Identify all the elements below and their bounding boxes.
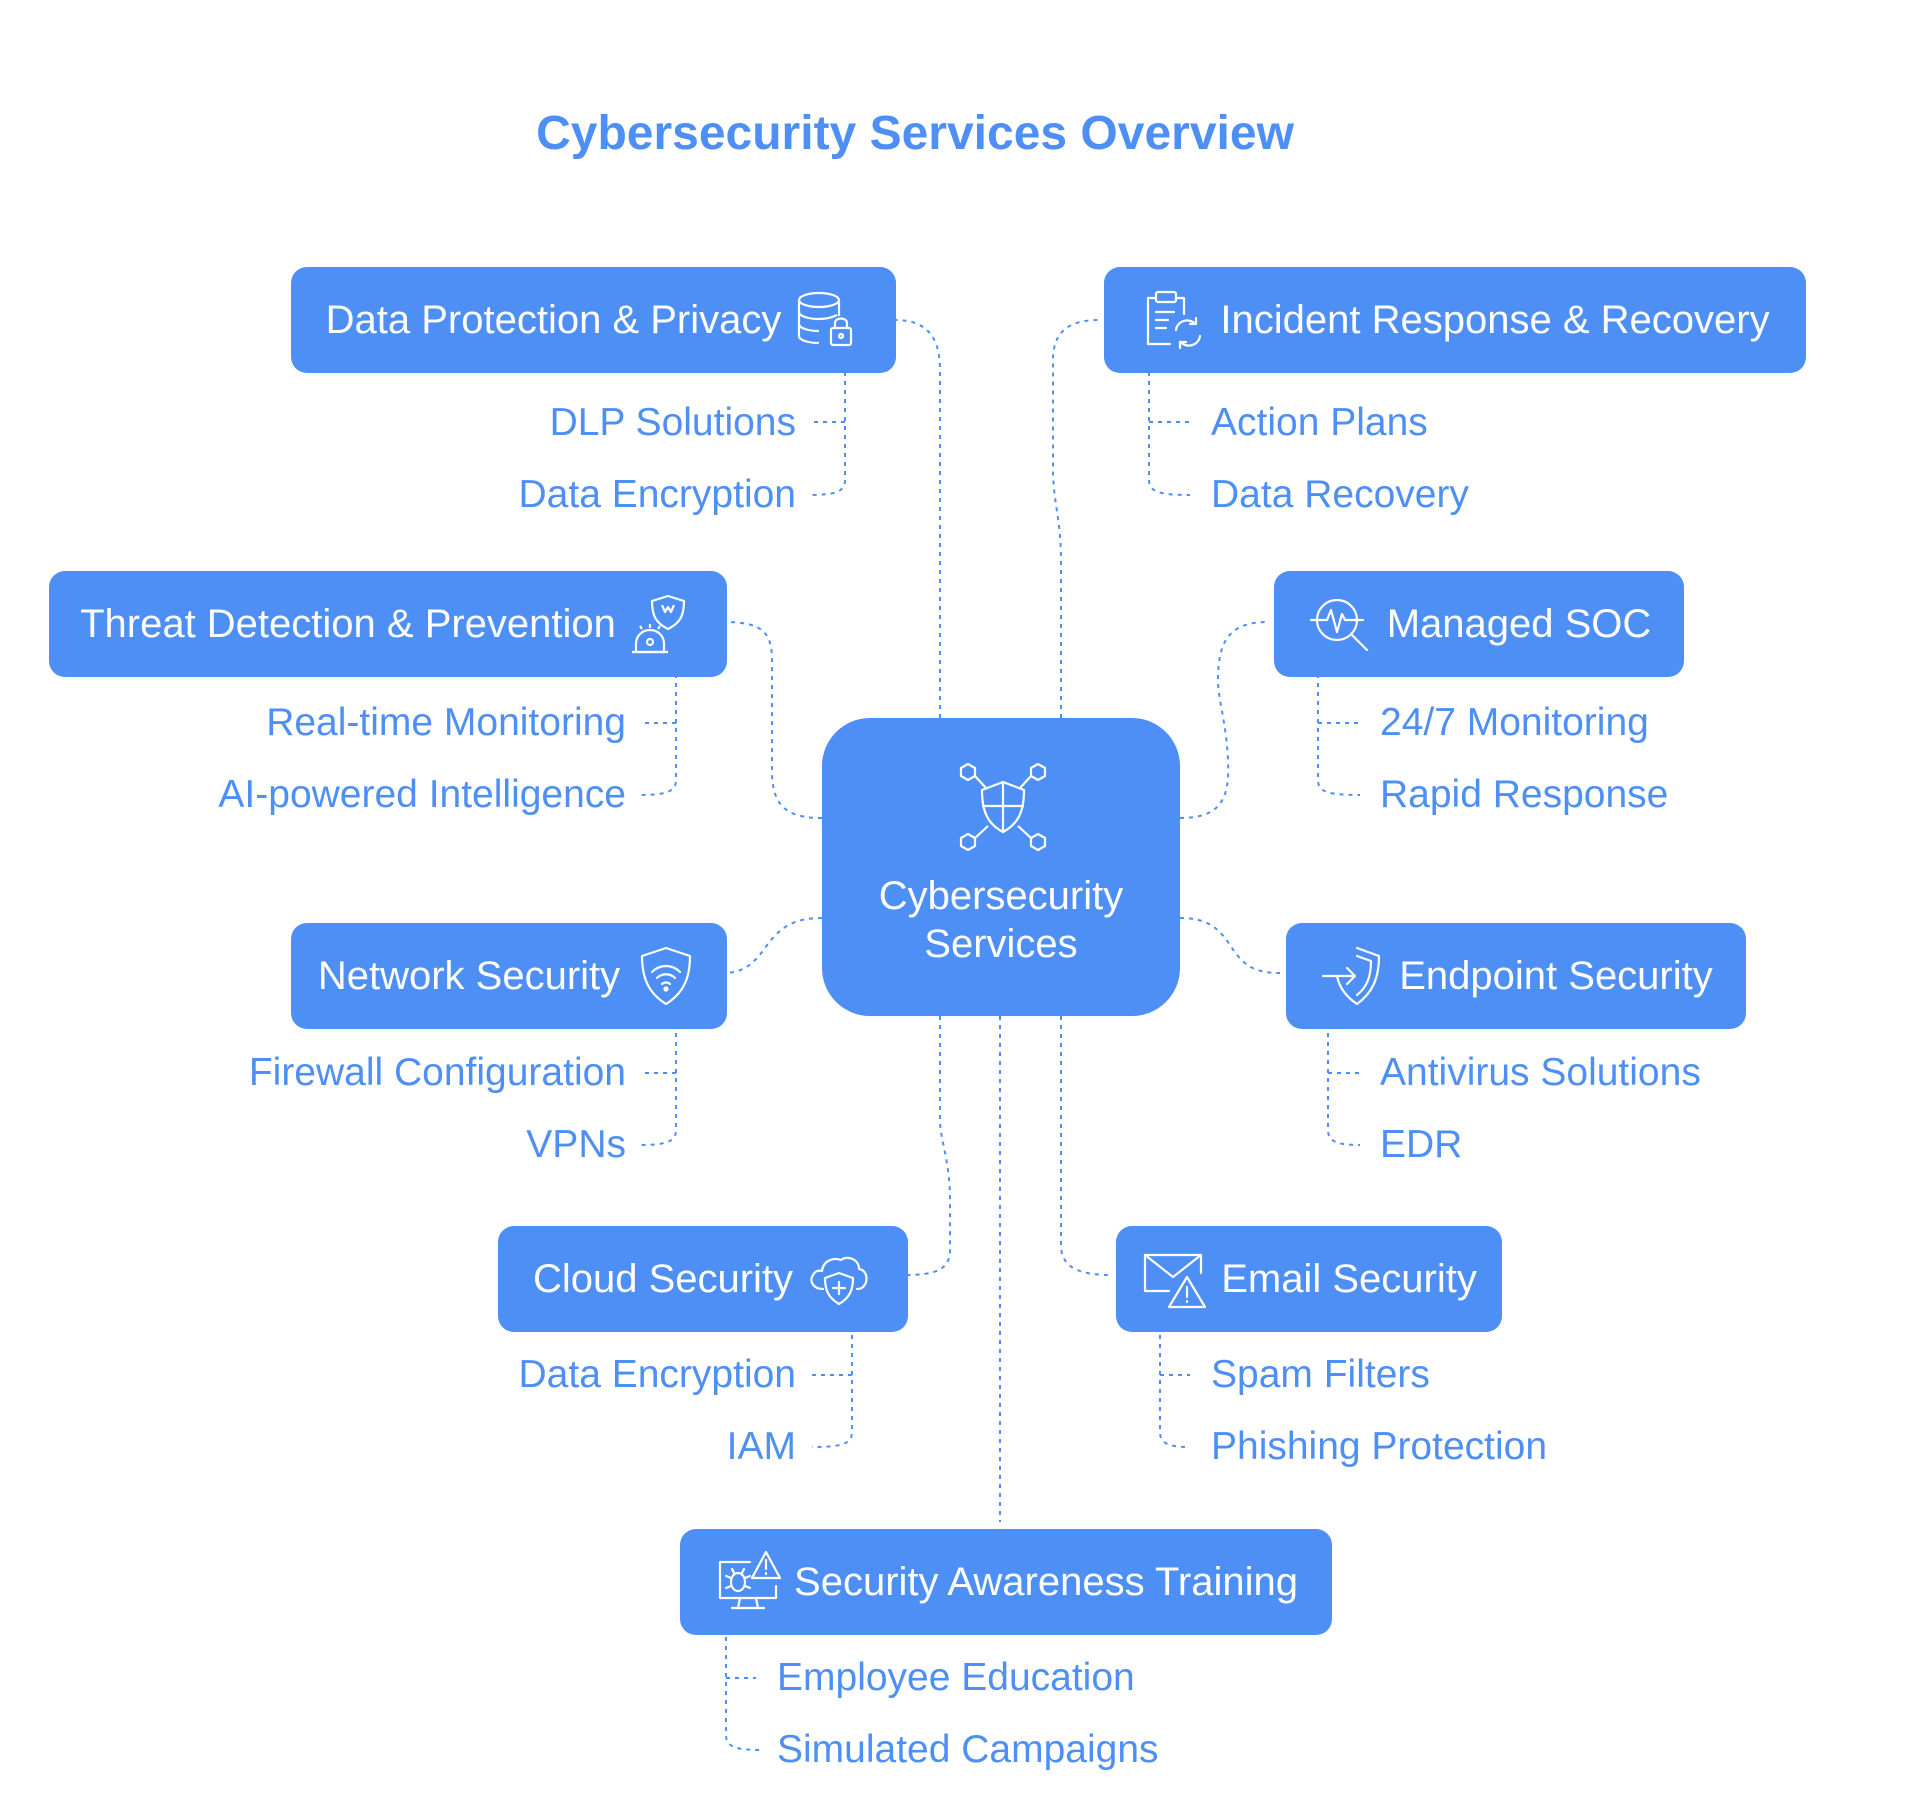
node-label: Email Security (1221, 1256, 1477, 1301)
diagram-title: Cybersecurity Services Overview (536, 107, 1294, 160)
connector-cloud-security (904, 1016, 951, 1276)
pulse-magnifier-icon (1309, 598, 1368, 652)
sub-item-rapid-response: Rapid Response (1380, 773, 1669, 816)
node-endpoint-security[interactable]: Endpoint Security (1286, 923, 1746, 1029)
sub-item-simulated-campaigns: Simulated Campaigns (777, 1728, 1159, 1771)
alarm-shield-icon (631, 594, 686, 654)
node-incident-response[interactable]: Incident Response & Recovery (1104, 267, 1806, 373)
sub-item-phishing-protection: Phishing Protection (1211, 1425, 1548, 1468)
connector-managed-soc (1179, 621, 1269, 819)
connector-email-security (1060, 1016, 1112, 1276)
node-managed-soc[interactable]: Managed SOC (1274, 571, 1684, 677)
shield-login-icon (1322, 946, 1381, 1006)
bracket-cloud-security (811, 1326, 853, 1448)
connector-network-security (721, 917, 823, 974)
bracket-endpoint-security (1327, 1024, 1361, 1146)
node-data-protection[interactable]: Data Protection & Privacy (291, 267, 896, 373)
sub-item-real-time-monitoring: Real-time Monitoring (266, 701, 626, 744)
wifi-shield-icon (641, 946, 692, 1006)
sub-item-firewall-configuration: Firewall Configuration (248, 1051, 626, 1094)
node-cloud-security[interactable]: Cloud Security (498, 1226, 908, 1332)
bracket-network-security (637, 1024, 677, 1146)
cloud-shield-icon (810, 1256, 868, 1306)
node-label: Cloud Security (532, 1256, 794, 1301)
clipboard-refresh-icon (1147, 290, 1202, 350)
sub-item-vpns: VPNs (526, 1123, 626, 1166)
node-awareness-training[interactable]: Security Awareness Training (680, 1529, 1332, 1635)
connector-endpoint-security (1179, 917, 1281, 974)
node-label: Network Security (317, 953, 621, 998)
sub-item-antivirus-solutions: Antivirus Solutions (1380, 1051, 1701, 1094)
bracket-email-security (1159, 1326, 1191, 1448)
sub-item-data-encryption: Data Encryption (518, 473, 796, 516)
bracket-managed-soc (1317, 674, 1361, 796)
sub-item-cloud-data-encryption: Data Encryption (518, 1353, 796, 1396)
bracket-data-protection (807, 372, 846, 496)
sub-item-employee-education: Employee Education (777, 1656, 1135, 1699)
mail-warning-icon (1144, 1253, 1207, 1309)
sub-item-iam: IAM (726, 1425, 796, 1468)
monitor-bug-warning-icon (718, 1550, 782, 1610)
node-label: Incident Response & Recovery (1220, 297, 1770, 342)
connector-incident-response (1052, 319, 1100, 718)
shield-network-icon (959, 762, 1047, 852)
node-email-security[interactable]: Email Security (1116, 1226, 1502, 1332)
sub-item-dlp-solutions: DLP Solutions (549, 401, 796, 444)
sub-item-spam-filters: Spam Filters (1211, 1353, 1430, 1396)
node-label: Managed SOC (1386, 601, 1652, 646)
bracket-awareness-training (725, 1628, 763, 1751)
sub-item-ai-powered-intelligence: AI-powered Intelligence (218, 773, 626, 816)
connector-data-protection (894, 319, 941, 718)
sub-item-data-recovery: Data Recovery (1211, 473, 1469, 516)
node-label: Threat Detection & Prevention (80, 601, 616, 646)
sub-item-action-plans: Action Plans (1211, 401, 1428, 444)
node-network-security[interactable]: Network Security (291, 923, 727, 1029)
node-threat-detection[interactable]: Threat Detection & Prevention (49, 571, 727, 677)
sub-item-edr: EDR (1380, 1123, 1463, 1166)
node-label: Security Awareness Training (794, 1559, 1298, 1604)
center-node[interactable]: Cybersecurity Services (822, 718, 1180, 1016)
connector-threat-detection (721, 621, 823, 819)
bracket-incident-response (1148, 372, 1191, 496)
sub-item-24-7-monitoring: 24/7 Monitoring (1380, 701, 1649, 744)
center-label: Cybersecurity Services (878, 874, 1124, 966)
database-lock-icon (798, 291, 853, 347)
node-label: Data Protection & Privacy (325, 297, 782, 342)
bracket-threat-detection (637, 674, 677, 796)
node-label: Endpoint Security (1399, 953, 1713, 998)
